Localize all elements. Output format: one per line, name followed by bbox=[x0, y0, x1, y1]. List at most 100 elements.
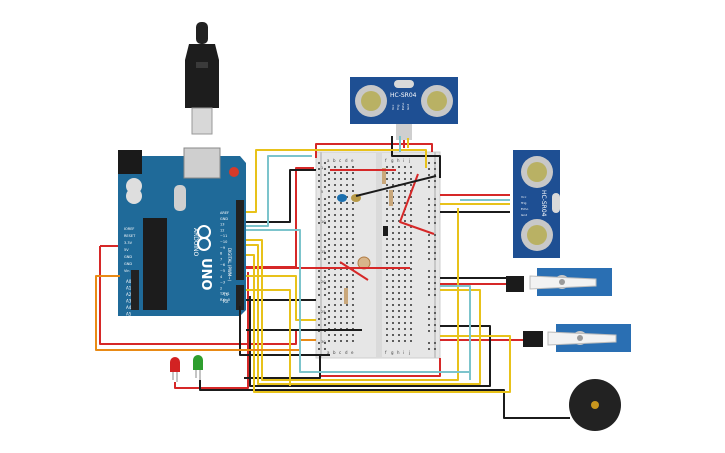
breadboard-hole bbox=[346, 238, 348, 240]
sensor-pin-label: Gnd bbox=[521, 213, 527, 217]
breadboard-hole bbox=[404, 178, 406, 180]
rail-hole bbox=[318, 348, 320, 350]
breadboard-hole bbox=[340, 334, 342, 336]
rail-hole bbox=[428, 324, 430, 326]
breadboard-hole bbox=[398, 244, 400, 246]
piezo-buzzer bbox=[569, 379, 621, 431]
rail-hole bbox=[318, 252, 320, 254]
rail-hole bbox=[428, 318, 430, 320]
breadboard-hole bbox=[328, 304, 330, 306]
breadboard-hole bbox=[352, 316, 354, 318]
rail-hole bbox=[324, 312, 326, 314]
column-label: a bbox=[327, 350, 330, 355]
rail-hole bbox=[434, 252, 436, 254]
rail-hole bbox=[428, 210, 430, 212]
rail-hole bbox=[434, 186, 436, 188]
rail-hole bbox=[318, 174, 320, 176]
column-label: c bbox=[339, 350, 341, 355]
rail-hole bbox=[318, 342, 320, 344]
breadboard-hole bbox=[410, 172, 412, 174]
digital-pin-label: RX←0 bbox=[220, 298, 230, 302]
breadboard-hole bbox=[386, 208, 388, 210]
breadboard-hole bbox=[352, 184, 354, 186]
breadboard-hole bbox=[392, 208, 394, 210]
green-led bbox=[193, 355, 203, 380]
breadboard-hole bbox=[340, 250, 342, 252]
breadboard-hole bbox=[328, 244, 330, 246]
rail-hole bbox=[324, 240, 326, 242]
breadboard-hole bbox=[352, 256, 354, 258]
column-label: j bbox=[408, 350, 410, 355]
usb-cable bbox=[185, 22, 219, 135]
breadboard-hole bbox=[392, 184, 394, 186]
rail-hole bbox=[428, 234, 430, 236]
rail-hole bbox=[324, 210, 326, 212]
breadboard-hole bbox=[404, 238, 406, 240]
digital-pin-label: ~5 bbox=[220, 269, 225, 273]
breadboard-hole bbox=[352, 172, 354, 174]
rail-hole bbox=[428, 180, 430, 182]
breadboard-hole bbox=[334, 196, 336, 198]
digital-pin-label: ~9 bbox=[220, 246, 225, 250]
digital-pin-label: 2 bbox=[220, 286, 222, 290]
power-pin-label: Vin bbox=[124, 269, 130, 273]
breadboard-hole bbox=[386, 298, 388, 300]
breadboard-hole bbox=[386, 286, 388, 288]
breadboard-hole bbox=[328, 232, 330, 234]
breadboard-hole bbox=[410, 226, 412, 228]
breadboard-hole bbox=[352, 310, 354, 312]
breadboard-hole bbox=[398, 220, 400, 222]
breadboard-hole bbox=[340, 310, 342, 312]
arduino-uno-board: ARDUINO UNO DIGITAL (PWM~) TX RX IOREFRE… bbox=[118, 147, 246, 317]
rail-hole bbox=[434, 204, 436, 206]
breadboard-hole bbox=[328, 238, 330, 240]
column-label: e bbox=[351, 158, 354, 163]
breadboard-hole bbox=[392, 232, 394, 234]
breadboard-hole bbox=[334, 166, 336, 168]
breadboard-hole bbox=[334, 250, 336, 252]
breadboard-hole bbox=[334, 292, 336, 294]
breadboard-hole bbox=[392, 292, 394, 294]
breadboard-hole bbox=[352, 322, 354, 324]
column-label: b bbox=[333, 158, 336, 163]
power-pin-label: GND bbox=[124, 255, 132, 259]
rail-hole bbox=[434, 168, 436, 170]
rail-hole bbox=[318, 258, 320, 260]
digital-pin-label: TX→1 bbox=[219, 292, 230, 296]
breadboard-hole bbox=[398, 274, 400, 276]
rail-hole bbox=[428, 174, 430, 176]
column-label: e bbox=[351, 350, 354, 355]
breadboard-hole bbox=[352, 238, 354, 240]
breadboard-hole bbox=[328, 190, 330, 192]
rail-hole bbox=[318, 306, 320, 308]
rail-hole bbox=[428, 348, 430, 350]
sensor-pin-label: Vcc bbox=[521, 195, 527, 199]
rail-hole bbox=[324, 246, 326, 248]
breadboard-hole bbox=[328, 202, 330, 204]
digital-pin-label: GND bbox=[220, 217, 228, 221]
breadboard-hole bbox=[334, 178, 336, 180]
breadboard-hole bbox=[352, 226, 354, 228]
rail-hole bbox=[434, 276, 436, 278]
rail-hole bbox=[318, 198, 320, 200]
digital-pin-label: ~10 bbox=[220, 240, 227, 244]
breadboard-hole bbox=[334, 340, 336, 342]
breadboard-hole bbox=[340, 256, 342, 258]
rail-hole bbox=[428, 270, 430, 272]
breadboard-hole bbox=[328, 250, 330, 252]
rail-hole bbox=[324, 270, 326, 272]
rail-hole bbox=[428, 240, 430, 242]
breadboard-hole bbox=[346, 244, 348, 246]
breadboard-hole bbox=[328, 226, 330, 228]
breadboard-hole bbox=[328, 322, 330, 324]
breadboard-hole bbox=[410, 208, 412, 210]
rail-hole bbox=[434, 234, 436, 236]
breadboard-hole bbox=[398, 172, 400, 174]
rail-hole bbox=[434, 180, 436, 182]
breadboard-hole bbox=[346, 322, 348, 324]
breadboard-hole bbox=[410, 220, 412, 222]
rail-hole bbox=[434, 222, 436, 224]
